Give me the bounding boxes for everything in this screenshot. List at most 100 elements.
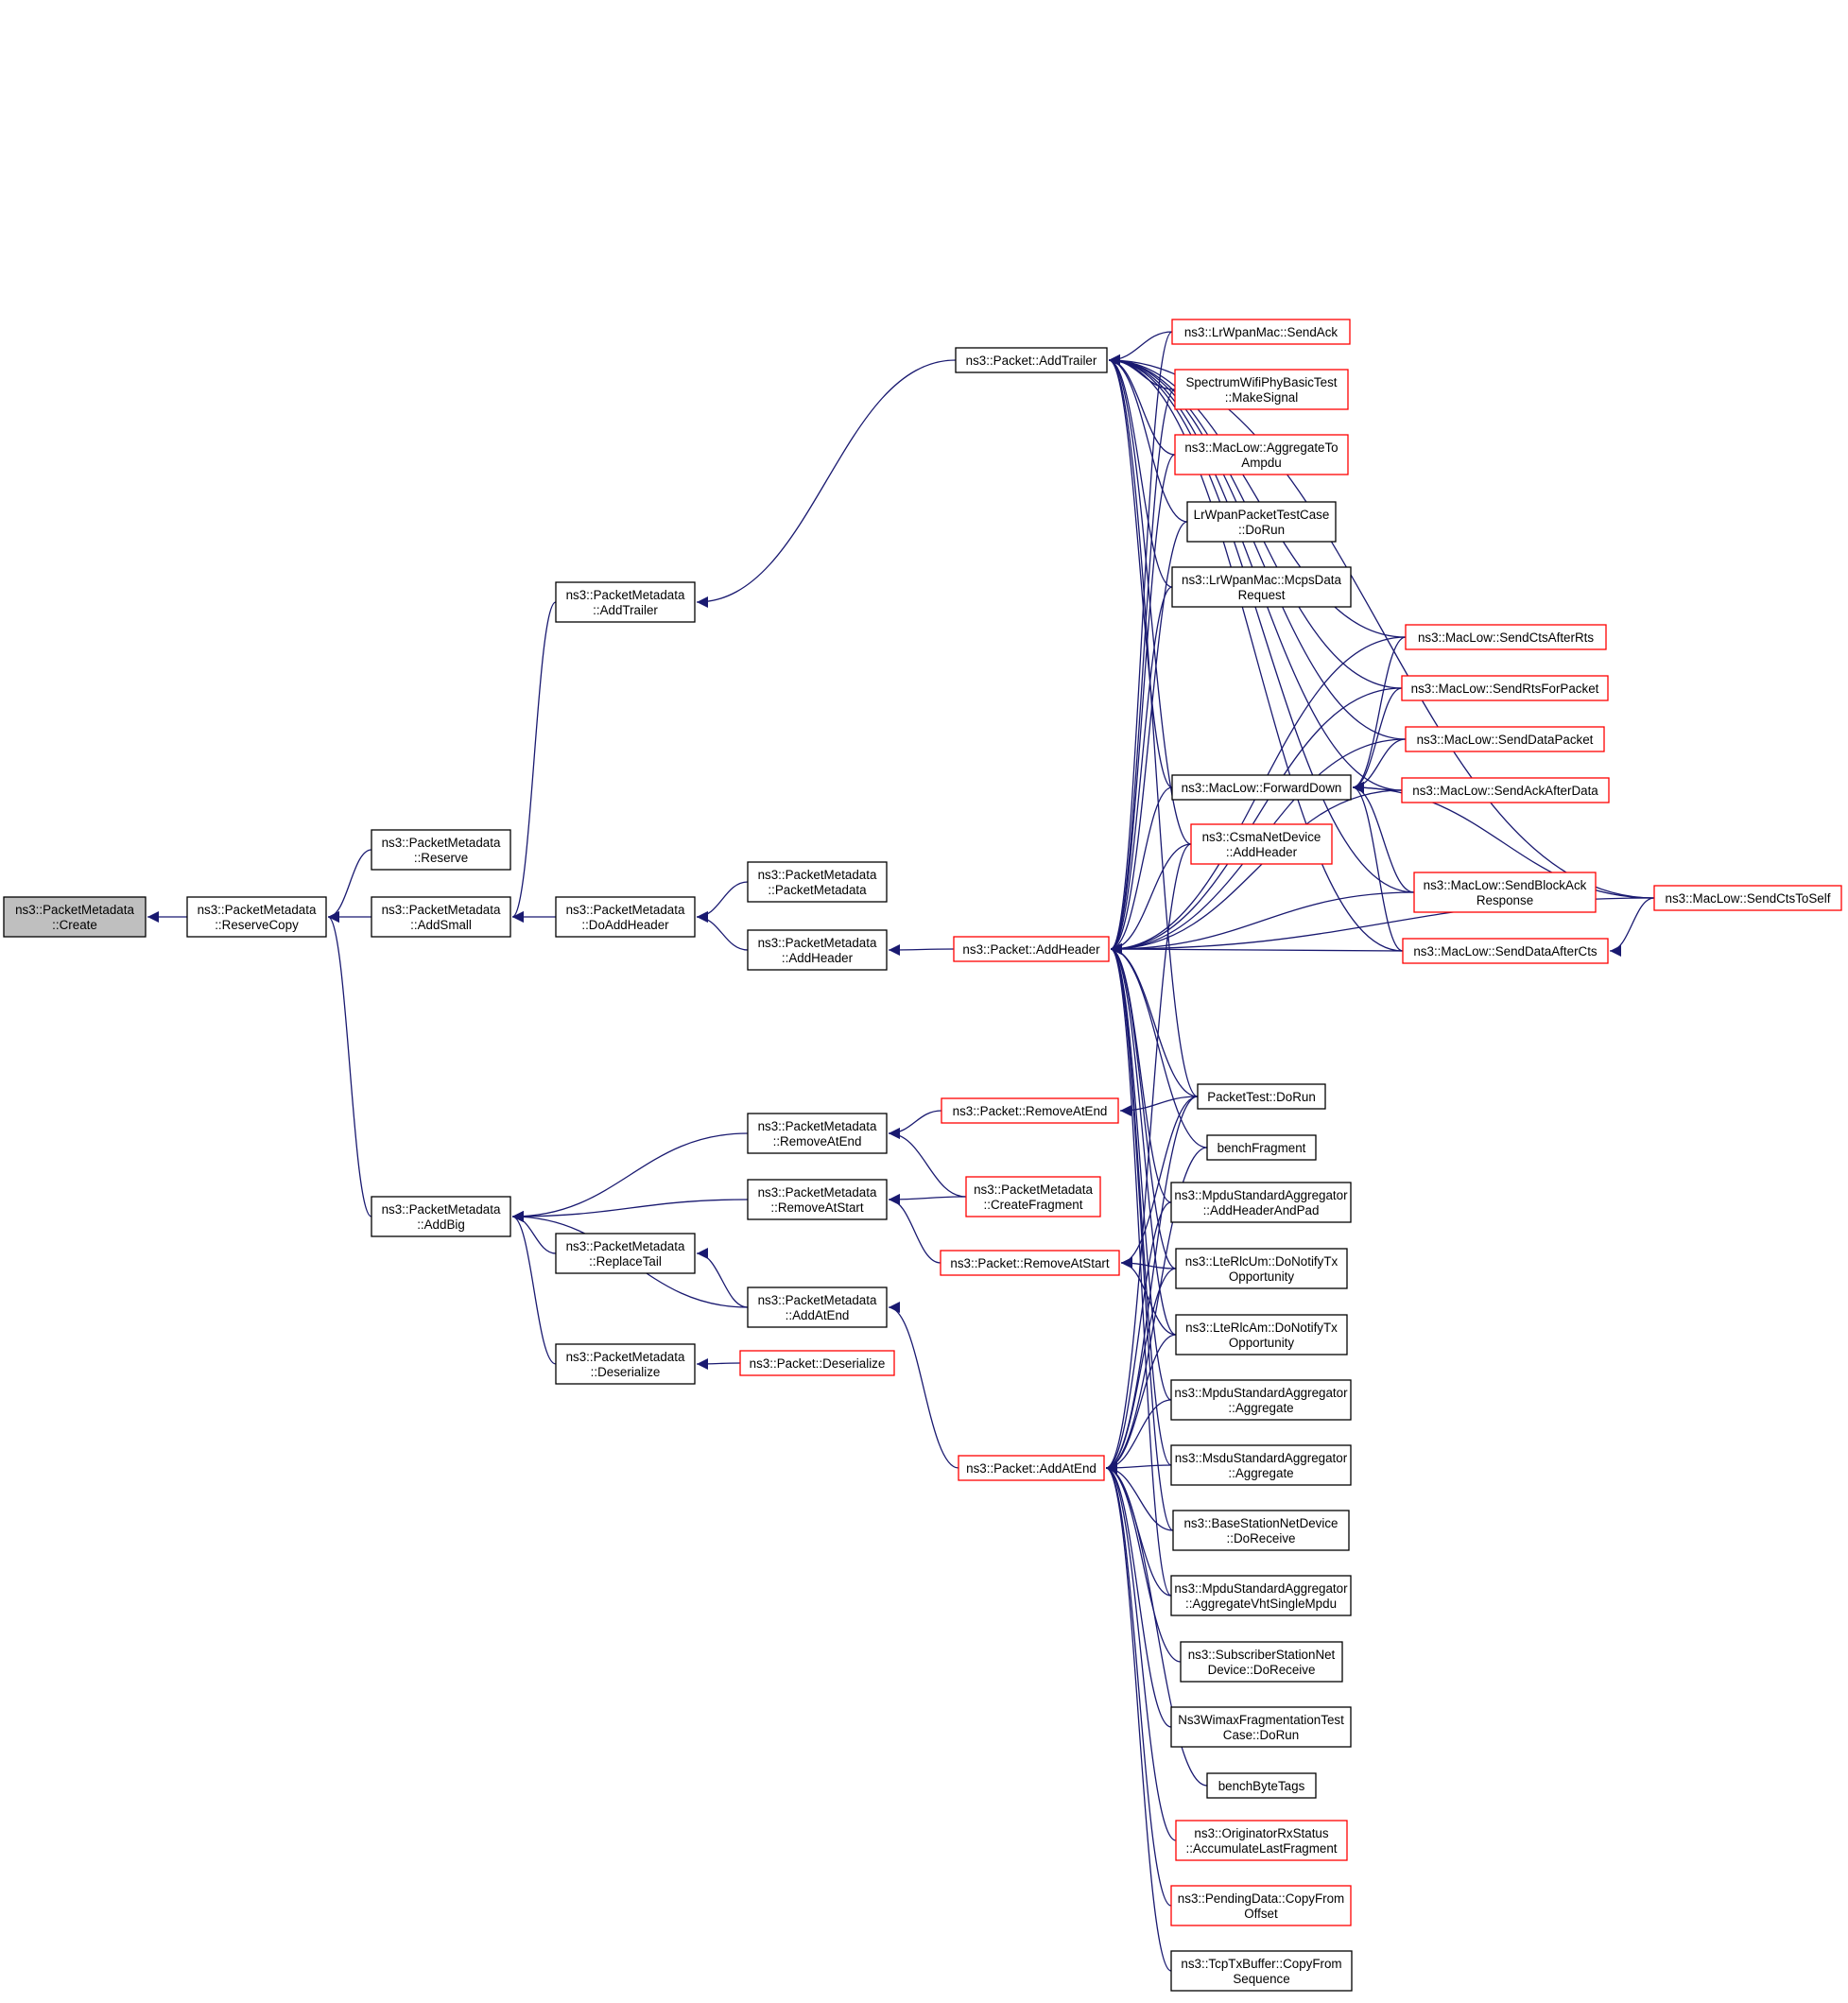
edge-sendblockack-to-p_addheader bbox=[1110, 891, 1415, 955]
edge-packettest-to-p_removeatend bbox=[1119, 1096, 1199, 1116]
node-msdu_aggregate[interactable]: ns3::MsduStandardAggregator::Aggregate bbox=[1170, 1444, 1352, 1486]
node-addsmall[interactable]: ns3::PacketMetadata::AddSmall bbox=[371, 896, 511, 938]
node-reserve[interactable]: ns3::PacketMetadata::Reserve bbox=[371, 829, 511, 871]
node-label: ns3::PacketMetadata bbox=[382, 1202, 501, 1217]
edge-pendingdata-to-p_addatend bbox=[1105, 1462, 1172, 1907]
node-box bbox=[1197, 1083, 1326, 1110]
node-label: Sequence bbox=[1233, 1972, 1289, 1986]
node-basestation[interactable]: ns3::BaseStationNetDevice::DoReceive bbox=[1172, 1510, 1350, 1551]
node-lrwpan_sendack[interactable]: ns3::LrWpanMac::SendAck bbox=[1171, 319, 1351, 345]
node-benchbytetags[interactable]: benchByteTags bbox=[1206, 1772, 1317, 1799]
node-p_removeatend[interactable]: ns3::Packet::RemoveAtEnd bbox=[941, 1097, 1119, 1124]
node-mpdu_addheaderandpad[interactable]: ns3::MpduStandardAggregator::AddHeaderAn… bbox=[1170, 1182, 1352, 1223]
node-label: ns3::PacketMetadata bbox=[758, 1119, 877, 1133]
node-csma_addheader[interactable]: ns3::CsmaNetDevice::AddHeader bbox=[1190, 823, 1333, 865]
node-box bbox=[965, 1176, 1101, 1217]
node-reservecopy[interactable]: ns3::PacketMetadata::ReserveCopy bbox=[186, 896, 327, 938]
node-pm_removeatend[interactable]: ns3::PacketMetadata::RemoveAtEnd bbox=[747, 1113, 888, 1154]
node-senddataaftercts[interactable]: ns3::MacLow::SendDataAfterCts bbox=[1402, 938, 1609, 964]
node-sendrtsforpacket[interactable]: ns3::MacLow::SendRtsForPacket bbox=[1401, 675, 1609, 701]
node-box bbox=[747, 1179, 888, 1220]
node-addbig[interactable]: ns3::PacketMetadata::AddBig bbox=[371, 1196, 511, 1237]
node-forwarddown[interactable]: ns3::MacLow::ForwardDown bbox=[1171, 774, 1352, 801]
node-mpdu_aggregate[interactable]: ns3::MpduStandardAggregator::Aggregate bbox=[1170, 1379, 1352, 1421]
node-pm_createfragment[interactable]: ns3::PacketMetadata::CreateFragment bbox=[965, 1176, 1101, 1217]
node-label: ::PacketMetadata bbox=[768, 883, 867, 897]
node-box bbox=[739, 1350, 895, 1376]
node-label: Opportunity bbox=[1229, 1269, 1295, 1284]
node-spectrum_makesignal[interactable]: SpectrumWifiPhyBasicTest::MakeSignal bbox=[1174, 369, 1349, 410]
node-box bbox=[1653, 885, 1842, 911]
node-box bbox=[1170, 1706, 1352, 1748]
node-label: ns3::PacketMetadata bbox=[382, 836, 501, 850]
node-label: ::AddHeader bbox=[782, 951, 854, 965]
node-pm_deserialize[interactable]: ns3::PacketMetadata::Deserialize bbox=[555, 1343, 696, 1385]
edge-lrwpan_mcpsdata-to-p_addtrailer bbox=[1108, 354, 1173, 588]
node-lrwpan_packettest[interactable]: LrWpanPacketTestCase::DoRun bbox=[1186, 501, 1337, 543]
node-pm_addtrailer[interactable]: ns3::PacketMetadata::AddTrailer bbox=[555, 581, 696, 623]
node-packettest[interactable]: PacketTest::DoRun bbox=[1197, 1083, 1326, 1110]
node-box bbox=[1186, 501, 1337, 543]
node-senddatapacket[interactable]: ns3::MacLow::SendDataPacket bbox=[1405, 726, 1605, 752]
node-label: Device::DoReceive bbox=[1208, 1663, 1316, 1677]
node-label: ::AddAtEnd bbox=[786, 1308, 850, 1322]
node-replacetail[interactable]: ns3::PacketMetadata::ReplaceTail bbox=[555, 1233, 696, 1274]
node-sendctstoself[interactable]: ns3::MacLow::SendCtsToSelf bbox=[1653, 885, 1842, 911]
node-pm_ctor[interactable]: ns3::PacketMetadata::PacketMetadata bbox=[747, 861, 888, 903]
edge-originator-to-p_addatend bbox=[1105, 1462, 1177, 1841]
node-create[interactable]: ns3::PacketMetadata::Create bbox=[3, 896, 147, 938]
node-p_addatend[interactable]: ns3::Packet::AddAtEnd bbox=[958, 1455, 1105, 1481]
node-box bbox=[1405, 726, 1605, 752]
node-label: ns3::Packet::RemoveAtStart bbox=[950, 1256, 1109, 1270]
node-p_deserialize[interactable]: ns3::Packet::Deserialize bbox=[739, 1350, 895, 1376]
node-label: ::Reserve bbox=[414, 851, 468, 865]
node-subscriber[interactable]: ns3::SubscriberStationNetDevice::DoRecei… bbox=[1180, 1641, 1343, 1683]
node-label: ns3::LteRlcAm::DoNotifyTx bbox=[1185, 1321, 1338, 1335]
edge-subscriber-to-p_addatend bbox=[1105, 1462, 1182, 1663]
node-label: Response bbox=[1477, 893, 1533, 907]
node-box bbox=[747, 1113, 888, 1154]
edge-sendackafterdata-to-p_addheader bbox=[1110, 789, 1403, 955]
node-box bbox=[1174, 369, 1349, 410]
node-doaddheader[interactable]: ns3::PacketMetadata::DoAddHeader bbox=[555, 896, 696, 938]
node-pm_addatend[interactable]: ns3::PacketMetadata::AddAtEnd bbox=[747, 1286, 888, 1328]
node-label: ::RemoveAtStart bbox=[770, 1200, 864, 1215]
node-label: ::AddHeaderAndPad bbox=[1203, 1203, 1320, 1217]
node-label: ns3::MacLow::AggregateTo bbox=[1184, 440, 1338, 455]
node-label: ns3::MacLow::SendDataAfterCts bbox=[1413, 944, 1598, 958]
node-p_addheader[interactable]: ns3::Packet::AddHeader bbox=[953, 936, 1110, 962]
edge-p_addatend-to-pm_addatend bbox=[888, 1302, 959, 1469]
node-mpdu_vht[interactable]: ns3::MpduStandardAggregator::AggregateVh… bbox=[1170, 1575, 1352, 1616]
edge-lterlcum-to-p_addatend bbox=[1105, 1268, 1177, 1474]
node-box bbox=[371, 896, 511, 938]
node-label: ns3::OriginatorRxStatus bbox=[1194, 1826, 1328, 1840]
node-label: ::Aggregate bbox=[1228, 1466, 1293, 1480]
node-benchfragment[interactable]: benchFragment bbox=[1206, 1134, 1317, 1161]
node-p_removeatstart[interactable]: ns3::Packet::RemoveAtStart bbox=[940, 1250, 1120, 1276]
node-label: ns3::MacLow::SendCtsToSelf bbox=[1666, 891, 1831, 906]
node-pm_addheader[interactable]: ns3::PacketMetadata::AddHeader bbox=[747, 929, 888, 971]
node-originator[interactable]: ns3::OriginatorRxStatus::AccumulateLastF… bbox=[1175, 1820, 1348, 1861]
edge-pm_ctor-to-doaddheader bbox=[696, 881, 749, 923]
edge-p_addheader-to-pm_addheader bbox=[888, 943, 955, 956]
node-sendctsafterrts[interactable]: ns3::MacLow::SendCtsAfterRts bbox=[1405, 624, 1607, 650]
node-label: ns3::Packet::RemoveAtEnd bbox=[953, 1104, 1108, 1118]
node-box bbox=[941, 1097, 1119, 1124]
node-label: ::AddHeader bbox=[1226, 845, 1298, 859]
node-pm_removeatstart[interactable]: ns3::PacketMetadata::RemoveAtStart bbox=[747, 1179, 888, 1220]
node-box bbox=[747, 929, 888, 971]
edge-senddataaftercts-to-forwarddown bbox=[1352, 782, 1404, 952]
node-p_addtrailer[interactable]: ns3::Packet::AddTrailer bbox=[955, 347, 1108, 373]
node-label: ns3::MacLow::SendRtsForPacket bbox=[1411, 682, 1599, 696]
node-label: ns3::PacketMetadata bbox=[198, 903, 317, 917]
node-sendackafterdata[interactable]: ns3::MacLow::SendAckAfterData bbox=[1401, 777, 1610, 803]
